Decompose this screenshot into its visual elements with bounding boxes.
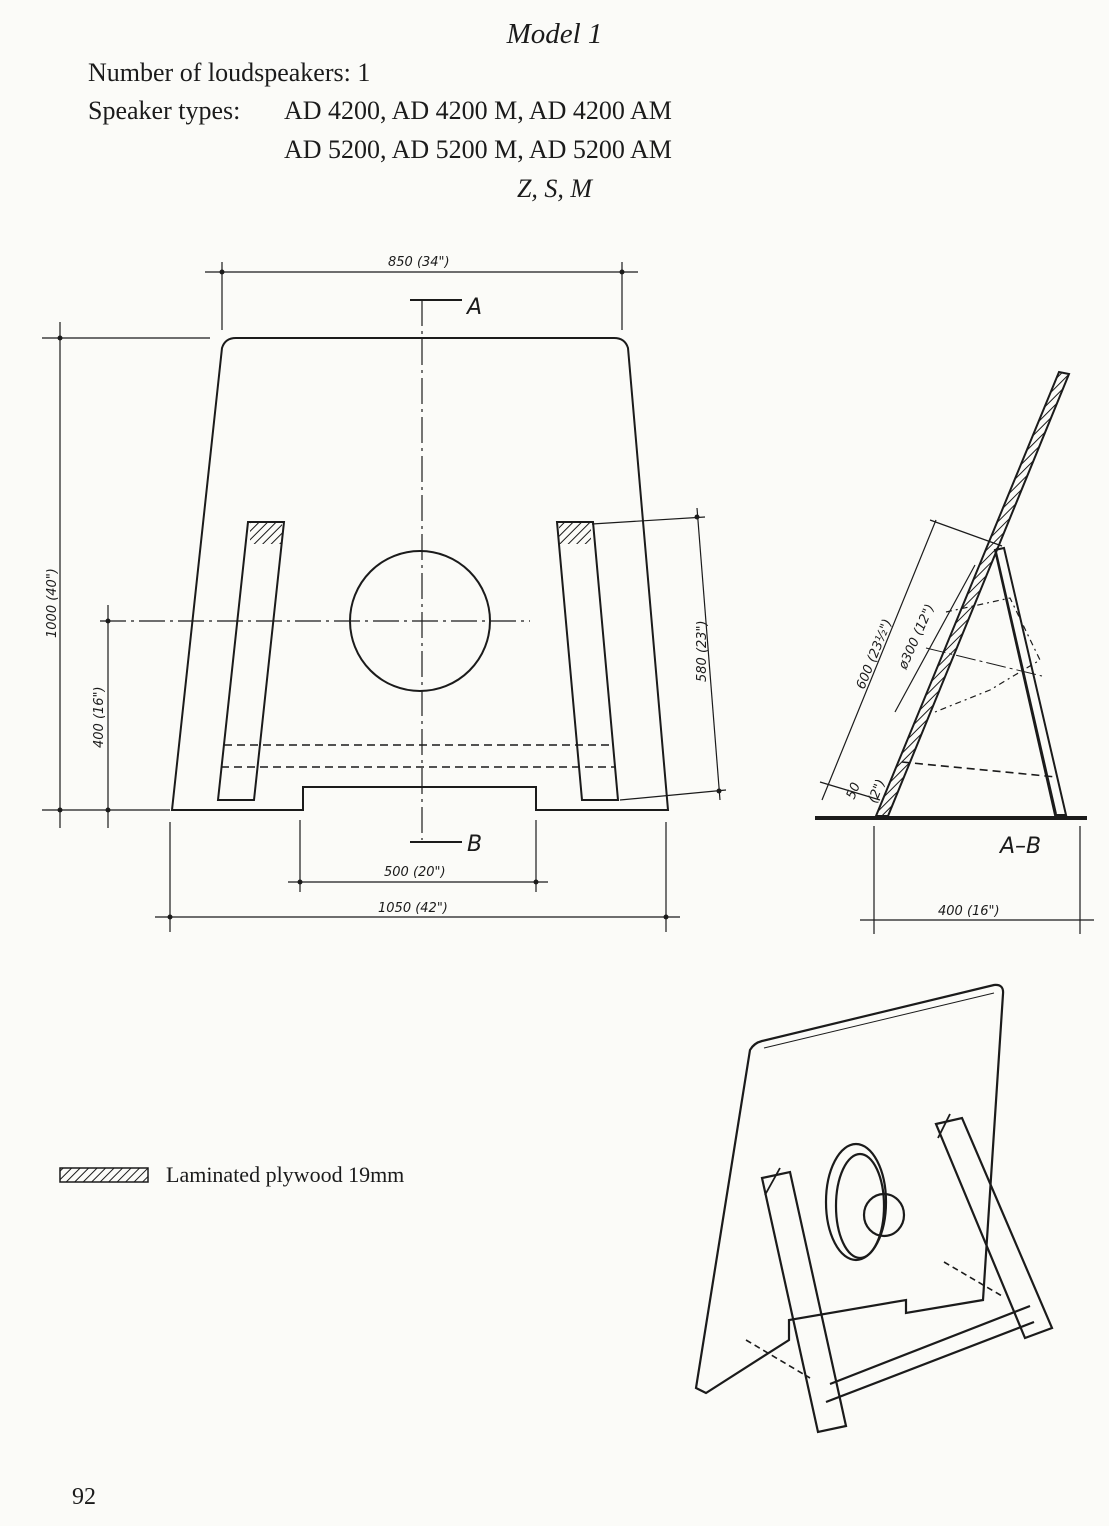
page-number: 92 — [72, 1484, 96, 1510]
support-leg-section — [993, 546, 1068, 816]
speaker-driver-outline — [934, 597, 1041, 713]
plywood-hatch-icon — [59, 1167, 149, 1183]
material-legend: Laminated plywood 19mm — [58, 1162, 404, 1188]
dimension-ticks — [57, 269, 722, 920]
speaker-types-row-1: AD 4200, AD 4200 M, AD 4200 AM — [284, 96, 672, 125]
support-to-baffle — [995, 551, 1057, 815]
dim-600: 600 (23½") — [854, 617, 896, 691]
section-view — [815, 370, 1094, 934]
dimension-lines — [42, 262, 727, 932]
dim-diameter: ø300 (12") — [896, 602, 938, 673]
perspective-cutout — [824, 1142, 888, 1262]
dim-right-height: 580 (23") — [695, 620, 710, 682]
screw-right — [943, 1261, 1003, 1297]
page-title: Model 1 — [506, 18, 603, 50]
section-dimension-lines — [819, 519, 1094, 934]
legend-label: Laminated plywood 19mm — [166, 1162, 405, 1187]
dim-top-width: 850 (34") — [388, 255, 450, 270]
section-label-b: B — [467, 832, 482, 857]
right-leg — [555, 521, 620, 801]
baffle-edge — [763, 992, 995, 1049]
left-leg-hatch — [250, 522, 282, 544]
baffle-outline — [170, 337, 670, 811]
perspective-crossbar-1 — [829, 1304, 1031, 1386]
speaker-types-row-2: AD 5200, AD 5200 M, AD 5200 AM — [284, 135, 672, 164]
front-view — [42, 262, 727, 932]
dim-base-depth: 400 (16") — [938, 904, 1000, 919]
perspective-right-leg — [934, 1116, 1054, 1340]
speaker-types-suffix: Z, S, M — [516, 174, 593, 203]
screw-left — [745, 1339, 811, 1379]
perspective-driver-rim — [834, 1152, 886, 1260]
baffle-section — [874, 370, 1071, 817]
perspective-view — [694, 983, 1054, 1434]
section-label-a: A — [465, 295, 482, 320]
dashed-brace — [901, 761, 1057, 778]
perspective-magnet — [862, 1192, 906, 1238]
dim-total-height: 1000 (40") — [45, 568, 60, 638]
dim-50: 50 — [844, 781, 864, 802]
speaker-types-label: Speaker types: — [88, 96, 241, 125]
speaker-count: Number of loudspeakers: 1 — [88, 58, 371, 87]
left-leg-top — [764, 1167, 781, 1196]
dim-cutout-width: 500 (20") — [384, 865, 446, 880]
right-leg-hatch — [559, 522, 591, 544]
dim-bottom-width: 1050 (42") — [378, 901, 448, 916]
dim-leg-height: 400 (16") — [92, 686, 107, 748]
perspective-baffle — [694, 983, 1005, 1395]
driver-axis — [925, 647, 1043, 677]
perspective-crossbar-2 — [825, 1320, 1035, 1404]
perspective-left-leg — [760, 1170, 848, 1434]
left-leg — [216, 521, 286, 801]
right-leg-top — [937, 1113, 951, 1139]
section-label-ab: A–B — [998, 834, 1041, 859]
